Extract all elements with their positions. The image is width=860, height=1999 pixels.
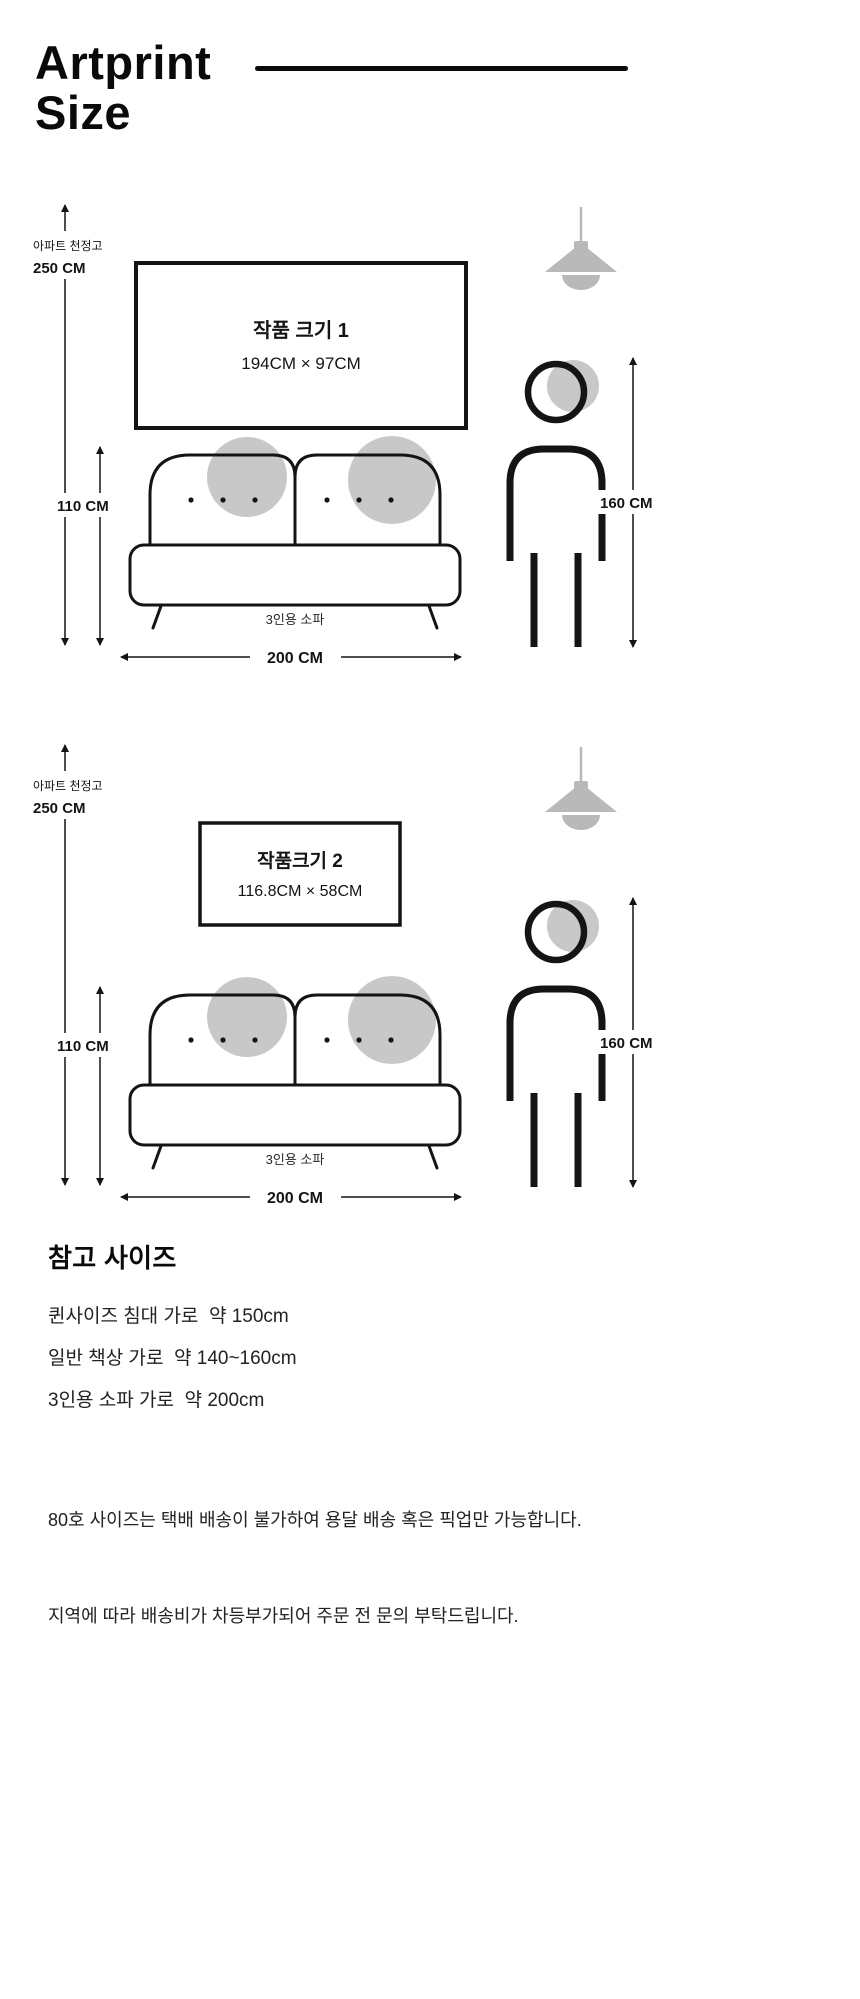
sofa-height-dimension: 110 CM [53, 446, 131, 646]
title-divider-line [255, 66, 628, 71]
person-height-label: 160 CM [600, 495, 653, 512]
sofa-height-label: 110 CM [57, 498, 109, 515]
note-item: 일반 책상 가로 약 140~160cm [48, 1348, 297, 1369]
ceiling-height-label: 250 CM [33, 800, 86, 817]
note-item: 3인용 소파 가로 약 200cm [48, 1390, 265, 1411]
page-title-line2: Size [35, 85, 132, 139]
shipping-notice: 80호 사이즈는 택배 배송이 불가하여 용달 배송 혹은 픽업만 가능합니다.… [48, 1440, 818, 1696]
person-figure [506, 900, 606, 1187]
person-figure [506, 360, 606, 647]
person-height-label: 160 CM [600, 1035, 653, 1052]
pendant-lamp-icon [545, 207, 617, 290]
artwork-title: 작품 크기 1 [253, 319, 349, 342]
reference-size-section: 참고 사이즈 퀸사이즈 침대 가로 약 150cm 일반 책상 가로 약 140… [48, 1238, 818, 1696]
reference-size-list: 퀸사이즈 침대 가로 약 150cm 일반 책상 가로 약 140~160cm … [48, 1301, 818, 1412]
accent-circle [348, 436, 436, 524]
sofa-width-dimension: 200 CM [120, 650, 462, 667]
artwork-frame: 작품크기 2 116.8CM × 58CM [198, 821, 402, 927]
sofa-width-label: 200 CM [267, 1190, 323, 1207]
accent-circle [207, 977, 287, 1057]
accent-circle [348, 976, 436, 1064]
artwork-size: 116.8CM × 58CM [238, 883, 363, 900]
sofa-label: 3인용 소파 [266, 612, 325, 627]
sofa-height-dimension: 110 CM [53, 986, 131, 1186]
ceiling-label: 아파트 천정고 [33, 778, 103, 793]
artwork-title: 작품크기 2 [257, 850, 343, 872]
artwork-frame: 작품 크기 1 194CM × 97CM [134, 261, 468, 430]
sofa-3-seater: 3인용 소파 [128, 976, 462, 1170]
sofa-label: 3인용 소파 [266, 1152, 325, 1167]
cushion-buttons [188, 497, 394, 503]
shipping-notice-line2: 지역에 따라 배송비가 차등부가되어 주문 전 문의 부탁드립니다. [48, 1606, 519, 1627]
sofa-3-seater: 3인용 소파 [128, 436, 462, 630]
ceiling-dimension: 아파트 천정고 250 CM [28, 204, 116, 646]
cushion-buttons [188, 1037, 394, 1043]
person-height-dimension: 160 CM [597, 357, 673, 648]
accent-circle [207, 437, 287, 517]
ceiling-height-label: 250 CM [33, 260, 86, 277]
shipping-notice-line1: 80호 사이즈는 택배 배송이 불가하여 용달 배송 혹은 픽업만 가능합니다. [48, 1510, 582, 1531]
size-diagram-2: 아파트 천정고 250 CM 작품크기 2 116.8CM × 58CM 3인용… [28, 744, 673, 1207]
note-item: 퀸사이즈 침대 가로 약 150cm [48, 1306, 289, 1327]
pendant-lamp-icon [545, 747, 617, 830]
sofa-height-label: 110 CM [57, 1038, 109, 1055]
sofa-width-dimension: 200 CM [120, 1190, 462, 1207]
reference-size-heading: 참고 사이즈 [48, 1243, 177, 1273]
artwork-size: 194CM × 97CM [241, 354, 361, 373]
person-height-dimension: 160 CM [597, 897, 673, 1188]
page-title: Artprint Size [35, 38, 211, 138]
size-diagram-1: 아파트 천정고 250 CM 작품 크기 1 194CM × 97CM 3인용 … [28, 204, 673, 667]
ceiling-label: 아파트 천정고 [33, 238, 103, 253]
ceiling-dimension: 아파트 천정고 250 CM [28, 744, 116, 1186]
sofa-width-label: 200 CM [267, 650, 323, 667]
page-title-line1: Artprint [35, 36, 212, 89]
